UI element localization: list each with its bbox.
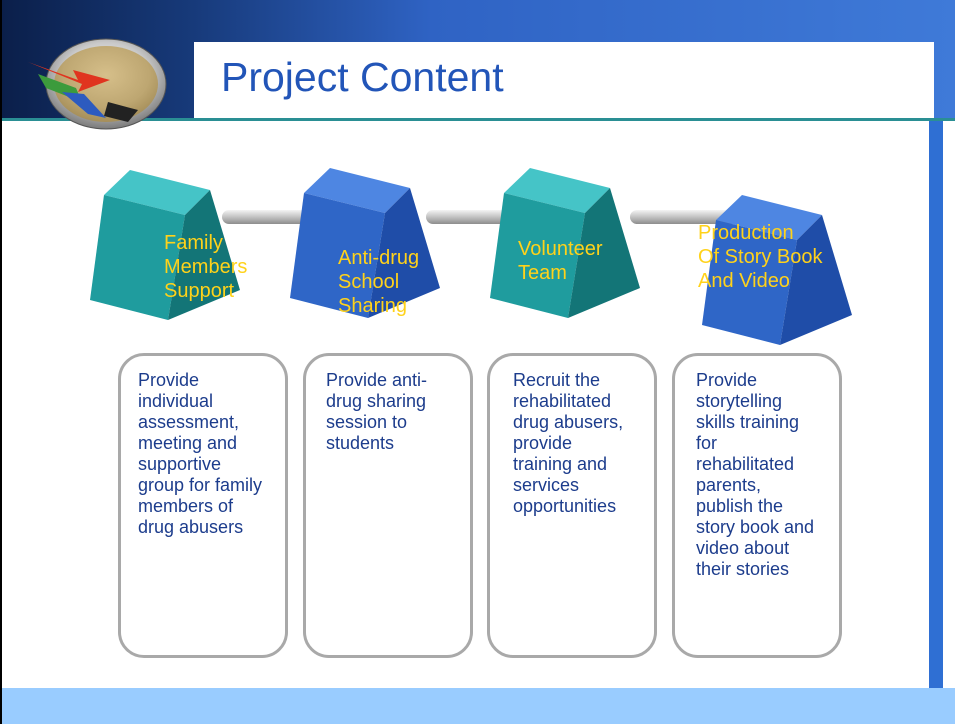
beat-drugs-fund-logo-icon xyxy=(28,38,167,130)
right-accent-bar xyxy=(929,120,943,688)
cube-label-3: Volunteer Team xyxy=(518,238,603,284)
footer-band xyxy=(2,688,955,724)
card-3 xyxy=(487,353,657,658)
cube-label-1: Family Members Support xyxy=(164,232,248,302)
card-1 xyxy=(118,353,288,658)
card-2 xyxy=(303,353,473,658)
card-text-1: Provide individual assessment, meeting a… xyxy=(138,370,263,537)
cube-4 xyxy=(702,195,852,345)
card-text-3: Recruit the rehabilitated drug abusers, … xyxy=(513,370,624,516)
cube-label-2: Anti-drug School Sharing xyxy=(338,247,420,317)
connector-3 xyxy=(630,210,740,224)
title-rule xyxy=(2,118,955,121)
card-text-4: Provide storytelling skills training for… xyxy=(696,370,815,579)
cube-1 xyxy=(90,170,240,320)
page-title: Project Content xyxy=(221,54,504,100)
card-text-2: Provide anti- drug sharing session to st… xyxy=(326,370,428,453)
cube-label-4: Production Of Story Book And Video xyxy=(698,222,823,292)
cube-3 xyxy=(490,168,640,318)
title-box xyxy=(194,42,934,118)
cube-2 xyxy=(290,168,440,318)
card-4 xyxy=(672,353,842,658)
